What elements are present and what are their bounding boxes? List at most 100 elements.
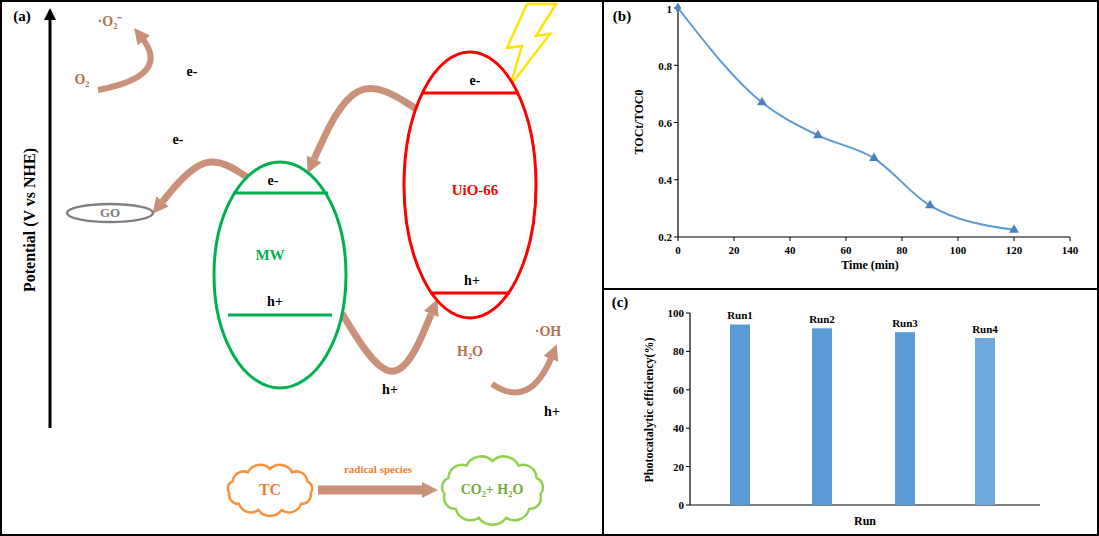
efficiency-bar — [812, 328, 832, 505]
tick-label: 0.8 — [658, 60, 672, 72]
panel-letter: (c) — [612, 294, 629, 311]
tick — [1014, 237, 1015, 241]
transfer-arrow — [314, 89, 416, 159]
panel-letter: (b) — [613, 8, 631, 25]
tick — [846, 237, 847, 241]
node-text: TC — [259, 481, 281, 499]
tick — [674, 65, 678, 66]
toc-line — [678, 8, 1014, 230]
data-marker — [675, 2, 681, 13]
band-edge — [233, 192, 328, 195]
transfer-arrow — [318, 486, 422, 495]
tick — [674, 237, 678, 238]
tick-label: 0 — [679, 499, 685, 511]
tick-label: Run2 — [809, 313, 835, 325]
axis-title: Potential (V vs NHE) — [21, 148, 39, 292]
edge-label: radical species — [343, 463, 413, 475]
node-text: e- — [470, 73, 481, 88]
edge-label: h+ — [381, 382, 399, 397]
band-edge — [422, 92, 518, 95]
node-outline — [212, 160, 348, 390]
efficiency-bar — [975, 338, 995, 505]
reuse-chart — [686, 313, 1040, 505]
cloud-shape — [442, 456, 543, 524]
tick-label: 140 — [1062, 244, 1079, 256]
node-text: CO₂+ H₂O — [457, 482, 527, 497]
tick — [678, 237, 679, 241]
efficiency-bar — [895, 332, 915, 505]
tick-label: 1 — [667, 3, 673, 15]
node-text: UiO-66 — [452, 182, 499, 199]
species-label: h+ — [544, 404, 560, 419]
oxidation-arrow — [492, 356, 552, 392]
cloud-shape — [228, 465, 312, 516]
panel-divider — [603, 288, 1098, 290]
tick — [686, 389, 690, 390]
band-edge — [430, 292, 510, 295]
tick-label: 100 — [668, 307, 685, 319]
species-label: e- — [187, 64, 198, 79]
species-label: O₂ — [74, 72, 89, 87]
tick-label: 0.2 — [658, 231, 672, 243]
tick-label: 0.4 — [658, 174, 672, 186]
tick — [958, 237, 959, 241]
tick-label: 80 — [673, 345, 684, 357]
axis-title: Photocatalytic efficiency(%) — [643, 338, 656, 483]
tick — [686, 505, 690, 506]
tick-label: 40 — [673, 422, 684, 434]
tick — [902, 237, 903, 241]
tick — [686, 466, 690, 467]
tick-label: 120 — [1006, 244, 1023, 256]
tick — [686, 313, 690, 314]
species-label: ·OH — [535, 324, 561, 339]
transfer-arrow — [342, 314, 431, 372]
axis-title: TOCt/TOC0 — [633, 90, 646, 155]
species-label: ·O₂⁻ — [98, 14, 123, 29]
tick-label: 0 — [675, 244, 681, 256]
node-text: MW — [255, 247, 284, 264]
x-axis — [678, 236, 1070, 237]
axis-title: Time (min) — [841, 259, 898, 272]
mw-band-oval: e-MWh+ — [212, 160, 348, 390]
panel-letter: (a) — [13, 8, 31, 25]
axis-title: Run — [854, 515, 876, 528]
edge-label: e- — [172, 132, 185, 147]
tick-label: 20 — [729, 244, 740, 256]
panel-divider — [602, 1, 604, 535]
go-sheet: GO — [65, 202, 155, 224]
pollutant-cloud: TC — [220, 460, 320, 520]
tick-label: 60 — [841, 244, 852, 256]
oval-shape — [67, 204, 153, 222]
tick — [734, 237, 735, 241]
tick — [686, 351, 690, 352]
tick — [686, 428, 690, 429]
node-text: GO — [100, 206, 120, 220]
tick-label: 40 — [785, 244, 796, 256]
y-axis — [689, 313, 690, 505]
data-marker — [925, 200, 935, 209]
light-bolt — [507, 4, 556, 86]
efficiency-bar — [730, 325, 750, 505]
data-marker — [869, 153, 879, 162]
tick — [1070, 237, 1071, 241]
tick-label: Run4 — [972, 323, 998, 335]
tick-label: 80 — [897, 244, 908, 256]
tick — [674, 122, 678, 123]
tick-label: Run1 — [727, 309, 753, 321]
node-text: h+ — [267, 294, 283, 309]
node-text: h+ — [464, 273, 480, 288]
data-marker — [757, 97, 767, 106]
potential-axis — [49, 14, 52, 428]
tick — [790, 237, 791, 241]
toc-chart — [674, 2, 1070, 241]
tick-label: 60 — [673, 384, 684, 396]
tick-label: 20 — [673, 461, 684, 473]
species-label: H₂O — [457, 344, 483, 359]
reduction-arrow — [98, 38, 151, 90]
tick-label: 100 — [950, 244, 967, 256]
tick-label: 0.6 — [658, 117, 672, 129]
band-edge — [228, 314, 332, 317]
